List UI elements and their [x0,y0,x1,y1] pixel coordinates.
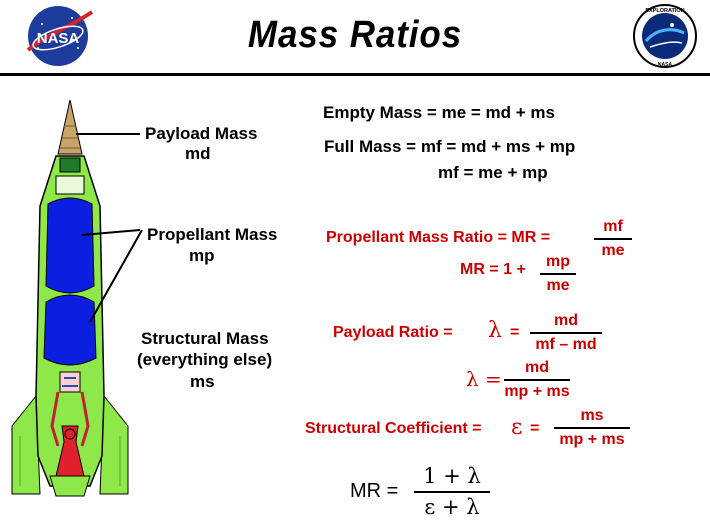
sc-numerator: ms [580,407,604,424]
exploration-logo: EXPLORATION NASA [632,3,698,69]
lambda-equation: λ = [466,367,502,391]
final-mr-label: MR = [350,480,399,502]
leader-lines [76,133,143,323]
payload-ratio-fraction: md mf – md [530,312,602,354]
lambda-symbol: λ [488,318,502,343]
lambda-fraction: md mp + ms [504,359,570,401]
pr-denominator: mf – md [535,336,597,353]
mr-fraction: mp me [540,253,576,295]
mf-equation: mf = me + mp [438,163,548,182]
structural-mass-symbol: ms [190,372,215,391]
nasa-logo: NASA [22,4,94,68]
payload-mass-symbol: md [185,144,211,163]
empty-mass-equation: Empty Mass = me = md + ms [323,103,555,122]
svg-text:NASA: NASA [658,62,673,68]
payload-ratio-label: Payload Ratio = [333,324,453,341]
rocket-illustration [11,99,129,497]
mr-denominator: me [546,277,570,294]
structural-coefficient-fraction: ms mp + ms [554,407,630,449]
svg-text:EXPLORATION: EXPLORATION [645,8,684,14]
propellant-mass-label: Propellant Mass [147,225,278,244]
propellant-mass-symbol: mp [189,246,215,265]
pmr-fraction: mf me [594,218,632,260]
sc-denominator: mp + ms [559,431,625,448]
l2-numerator: md [525,359,549,376]
header-divider [0,73,710,76]
page-title: Mass Ratios [247,14,463,56]
full-mass-equation: Full Mass = mf = md + ms + mp [324,137,576,156]
structural-mass-note: (everything else) [137,350,273,369]
payload-mass-label: Payload Mass [145,124,258,143]
structural-coefficient-equals: = [530,420,540,437]
l2-denominator: mp + ms [504,383,570,400]
mr-numerator: mp [546,253,570,270]
structural-mass-label: Structural Mass [141,329,269,348]
final-numerator: 1 + λ [423,464,481,488]
pmr-numerator: mf [603,218,623,235]
pr-numerator: md [554,312,578,329]
propellant-mass-ratio-label: Propellant Mass Ratio = MR = [326,229,551,246]
payload-ratio-equals: = [510,324,520,341]
mr-equation: MR = 1 + [460,261,526,278]
structural-coefficient-label: Structural Coefficient = [305,420,482,437]
final-denominator: ε + λ [424,495,480,519]
epsilon-symbol: ε [511,415,523,440]
svg-text:NASA: NASA [37,30,80,47]
final-mr-fraction: 1 + λ ε + λ [414,464,490,520]
pmr-denominator: me [601,242,625,259]
